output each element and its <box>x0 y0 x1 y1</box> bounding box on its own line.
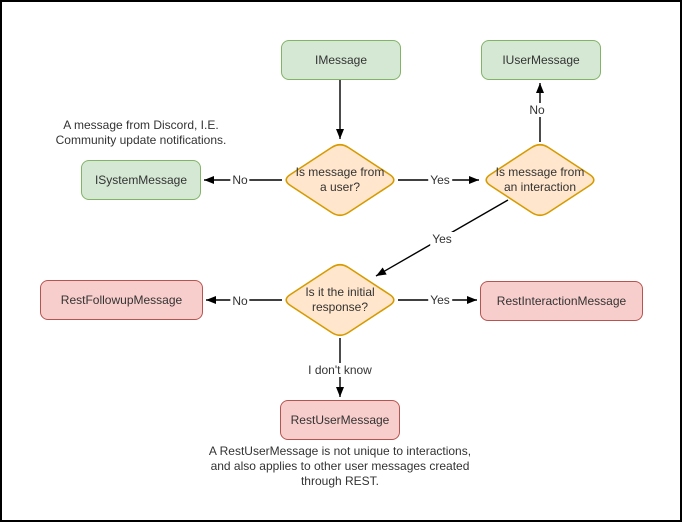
node-iusermessage: IUserMessage <box>481 40 601 80</box>
node-isystemmessage: ISystemMessage <box>81 160 201 200</box>
edge-label-yes-interactionmessage: Yes <box>428 293 452 307</box>
edge-label-no-usermessage: No <box>527 103 547 117</box>
decision-is-initial-response <box>285 263 395 337</box>
decision-is-from-user <box>285 143 395 217</box>
node-restfollowupmessage: RestFollowupMessage <box>40 280 203 320</box>
node-imessage: IMessage <box>281 40 401 80</box>
node-restusermessage: RestUserMessage <box>280 400 400 440</box>
decision-label-is-from-user: Is message from a user? <box>295 165 385 194</box>
node-restinteractionmessage: RestInteractionMessage <box>480 281 643 321</box>
decision-is-from-interaction <box>485 143 595 217</box>
edge-label-no-followupmessage: No <box>230 294 250 308</box>
edge-label-no-systemmessage: No <box>230 173 250 187</box>
decision-label-is-initial-response: Is it the initial response? <box>305 285 375 314</box>
edge-label-yes-interaction: Yes <box>428 173 452 187</box>
edge-label-yes-initial-response: Yes <box>430 232 454 246</box>
edge-label-i-dont-know: I don't know <box>306 363 374 377</box>
decision-label-is-from-interaction: Is message from an interaction <box>495 165 585 194</box>
note-system-message: A message from Discord, I.E. Community u… <box>55 118 227 147</box>
note-rest-user-message: A RestUserMessage is not unique to inter… <box>208 444 472 488</box>
